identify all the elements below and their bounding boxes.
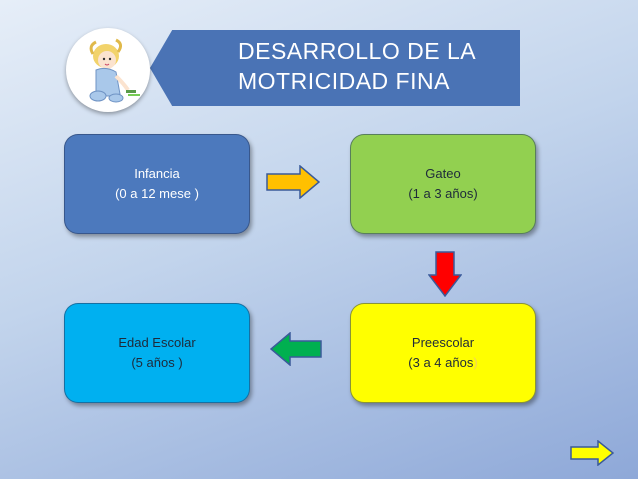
stage-escolar-box: Edad Escolar (5 años ) [64,303,250,403]
next-slide-arrow-icon[interactable] [570,440,614,466]
stage-infancia-name: Infancia [134,166,180,181]
title-banner [150,30,520,106]
arrow-left-icon [270,332,322,366]
title-line-2: MOTRICIDAD FINA [238,68,450,94]
stage-preescolar-name: Preescolar [411,335,475,350]
stage-preescolar-range-tail: ) [473,355,478,370]
stage-gateo-range: (1 a 3 años) [408,186,478,201]
slide-title: DESARROLLO DE LA MOTRICIDAD FINA [238,36,518,96]
stage-infancia-box: Infancia (0 a 12 mese ) [64,134,250,234]
baby-icon [89,38,140,103]
stage-preescolar-range: (3 a 4 años [408,355,474,370]
arrow-down-icon [428,251,462,297]
crawling-baby-illustration [66,28,150,112]
stage-preescolar-range-line: (3 a 4 años) [408,353,477,373]
stage-gateo-box: Gateo (1 a 3 años) [350,134,536,234]
title-line-1: DESARROLLO DE LA [238,38,477,64]
stage-infancia-range: (0 a 12 mese ) [115,186,199,201]
arrow-right-icon [266,165,320,199]
stage-escolar-range: (5 años ) [131,355,183,370]
stage-escolar-name: Edad Escolar [118,335,196,350]
stage-gateo-name: Gateo [425,166,461,181]
stage-preescolar-box: Preescolar (3 a 4 años) [350,303,536,403]
